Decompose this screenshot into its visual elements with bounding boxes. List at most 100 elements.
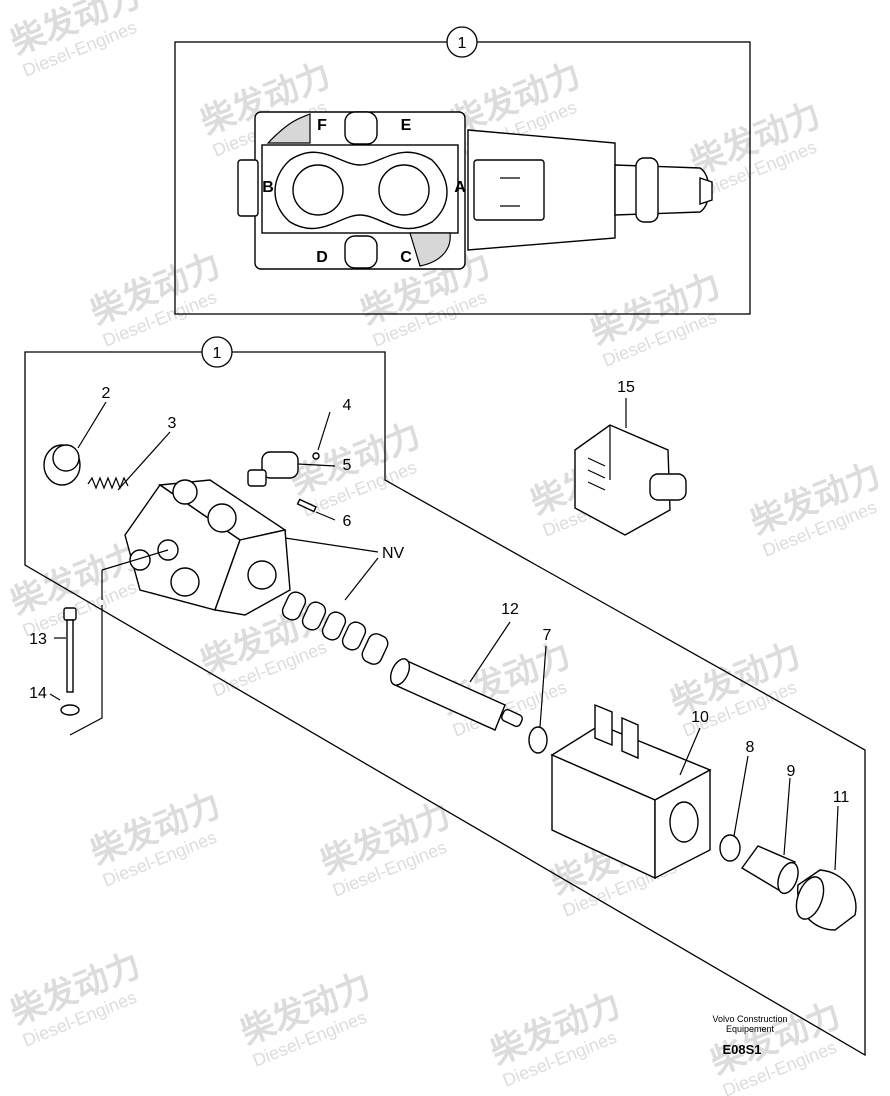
insert-tip — [247, 469, 267, 487]
company-line-1: Volvo Construction — [712, 1014, 787, 1024]
part-15-connector — [574, 424, 687, 536]
leader-8 — [733, 755, 749, 837]
leader-block — [101, 549, 169, 571]
leader-7 — [539, 645, 547, 728]
spool-land-1 — [281, 591, 307, 621]
leader-9 — [783, 777, 791, 856]
port-a-bore — [378, 164, 430, 216]
tube-tip — [501, 708, 523, 728]
solenoid-top — [467, 129, 713, 251]
leader-10 — [679, 727, 701, 776]
leader-14 — [49, 693, 61, 701]
spool-land-3 — [321, 611, 347, 641]
capnut-rim — [795, 876, 825, 920]
coil-terminal-2 — [621, 716, 639, 760]
connector-gland — [649, 473, 687, 501]
spool-nv — [281, 591, 389, 665]
callout-4: 4 — [343, 397, 352, 414]
solenoid-connector — [473, 159, 545, 221]
bottom-shading — [409, 232, 451, 267]
part-2-plug — [43, 444, 81, 486]
part-10-coil — [550, 703, 712, 880]
spool-land-2 — [301, 601, 327, 631]
callout-exploded-assembly: 1 — [213, 345, 222, 362]
tube-end — [389, 658, 411, 686]
callout-top-assembly: 1 — [458, 35, 467, 52]
watermark-15: 柴发动力 Diesel-Engines — [86, 786, 226, 891]
sleeve-end — [777, 861, 799, 895]
connector-rib-2 — [587, 469, 606, 479]
callout-15: 15 — [617, 379, 635, 396]
plug-face — [52, 444, 80, 472]
callout-12: 12 — [501, 601, 519, 618]
watermark-14: 柴发动力 Diesel-Engines — [666, 636, 806, 741]
company-line-2: Equipement — [726, 1024, 775, 1034]
callout-9: 9 — [787, 763, 796, 780]
callout-6: 6 — [343, 513, 352, 530]
callout-5: 5 — [343, 457, 352, 474]
callout-14: 14 — [29, 685, 47, 702]
port-d-c-boss — [344, 235, 378, 269]
connector-rib-1 — [587, 457, 606, 467]
bracket-13-14 — [69, 605, 103, 736]
leader-nv-2 — [344, 557, 379, 601]
solenoid-nut — [614, 164, 710, 216]
leader-3 — [117, 431, 171, 491]
leader-6 — [315, 511, 336, 521]
footer: Volvo Construction Equipement E08S1 — [712, 1014, 787, 1057]
leader-2 — [77, 401, 107, 449]
watermark-1: 柴发动力 Diesel-Engines — [6, 0, 146, 81]
leader-nv-1 — [284, 537, 379, 553]
watermark-10: 柴发动力 Diesel-Engines — [746, 456, 886, 561]
part-4-ball — [312, 452, 320, 460]
port-label-a: A — [454, 179, 466, 196]
watermark-20: 柴发动力 Diesel-Engines — [486, 986, 626, 1091]
valve-body-top — [237, 111, 466, 270]
part-14-washer — [60, 704, 80, 716]
spring-coil — [87, 476, 129, 490]
port-label-f: F — [317, 117, 327, 134]
drawing-code: E08S1 — [722, 1042, 761, 1057]
block-port-front-2 — [170, 567, 200, 597]
port-label-d: D — [316, 249, 328, 266]
watermark-7: 柴发动力 Diesel-Engines — [586, 266, 726, 371]
callout-7: 7 — [543, 627, 552, 644]
watermark-16: 柴发动力 Diesel-Engines — [316, 796, 456, 901]
part-5-insert — [247, 451, 299, 487]
part-7-oring — [528, 726, 548, 754]
port-label-c: C — [400, 249, 412, 266]
leader-11 — [834, 805, 839, 871]
callout-8: 8 — [746, 739, 755, 756]
bolt-shank — [66, 619, 74, 693]
callout-11: 11 — [833, 789, 850, 806]
part-12-tube — [389, 658, 523, 731]
leader-4 — [317, 411, 331, 451]
valve-block-exploded — [124, 479, 291, 616]
solenoid-ring — [635, 157, 659, 223]
watermark-19: 柴发动力 Diesel-Engines — [236, 966, 376, 1071]
part-11-capnut — [795, 869, 857, 931]
block-port-top-2 — [207, 503, 237, 533]
exploded-frame — [24, 351, 866, 1057]
top-shading — [266, 113, 311, 144]
part-8-oring — [719, 834, 741, 862]
block-port-side — [247, 560, 277, 590]
port-f-e-boss — [344, 111, 378, 145]
port-label-e: E — [401, 117, 412, 134]
leader-12 — [469, 621, 511, 683]
callout-circle-top — [446, 26, 478, 58]
insert-body — [261, 451, 299, 479]
callout-13: 13 — [29, 631, 47, 648]
bolt-head — [63, 607, 77, 621]
coil-bore — [669, 801, 699, 843]
spool-land-4 — [341, 621, 367, 651]
block-port-left — [129, 549, 151, 571]
coil-terminal — [594, 703, 613, 747]
block-port-top-1 — [172, 479, 198, 505]
top-assembly-view: 1 F E B A D C — [174, 26, 751, 315]
part-3-spring — [87, 476, 129, 490]
port-b-bore — [292, 164, 344, 216]
exploded-view: 1 2 3 4 5 6 — [24, 336, 866, 1057]
connector-rib-3 — [587, 481, 606, 491]
